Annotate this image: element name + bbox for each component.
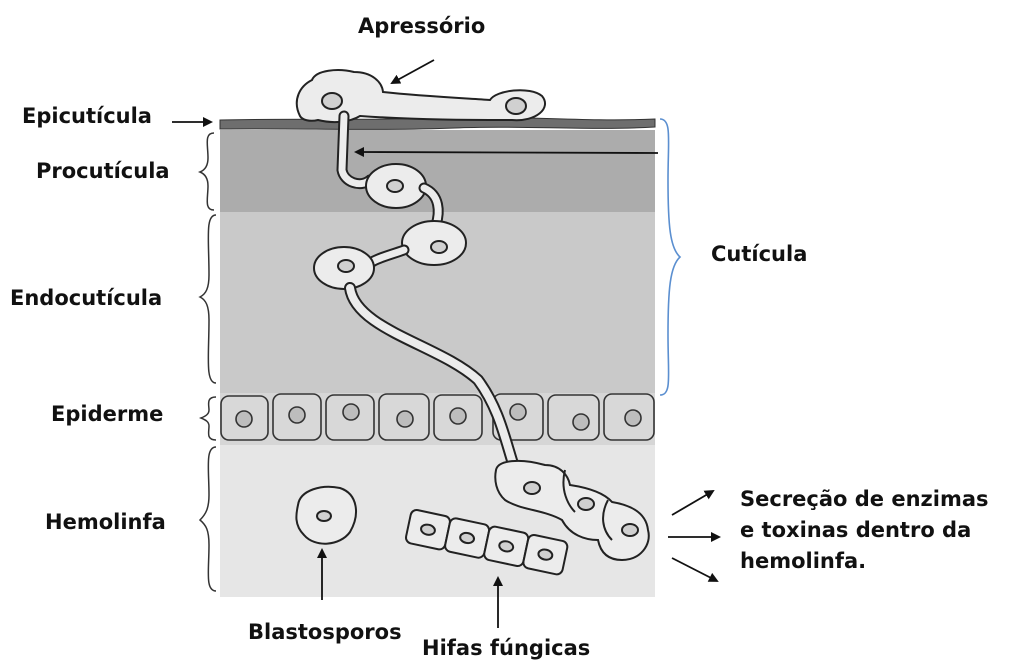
- label-blastosporos: Blastosporos: [248, 622, 402, 643]
- label-hifas-fungicas: Hifas fúngicas: [422, 638, 590, 659]
- secretion-arrow-down: [672, 558, 717, 581]
- label-hemolinfa: Hemolinfa: [45, 512, 166, 533]
- epidermis-cells: [221, 394, 654, 440]
- secretion-note-line2: e toxinas dentro da: [740, 515, 989, 546]
- label-endocuticula: Endocutícula: [10, 288, 162, 309]
- appressorium: [297, 70, 545, 122]
- label-procuticula: Procutícula: [36, 161, 170, 182]
- secretion-note-line1: Secreção de enzimas: [740, 484, 989, 515]
- label-epiderme: Epiderme: [51, 404, 163, 425]
- label-apressorio: Apressório: [358, 16, 485, 37]
- blastospore: [296, 487, 356, 544]
- cuticula-brace: [660, 119, 680, 395]
- secretion-note-line3: hemolinfa.: [740, 546, 989, 577]
- penetration-arrow: [356, 152, 658, 153]
- secretion-arrow-up: [672, 491, 713, 515]
- secretion-note: Secreção de enzimas e toxinas dentro da …: [740, 484, 989, 577]
- label-cuticula: Cutícula: [711, 244, 807, 265]
- left-braces: [200, 133, 216, 591]
- apressorio-arrow: [392, 60, 434, 83]
- label-epicuticula: Epicutícula: [22, 106, 152, 127]
